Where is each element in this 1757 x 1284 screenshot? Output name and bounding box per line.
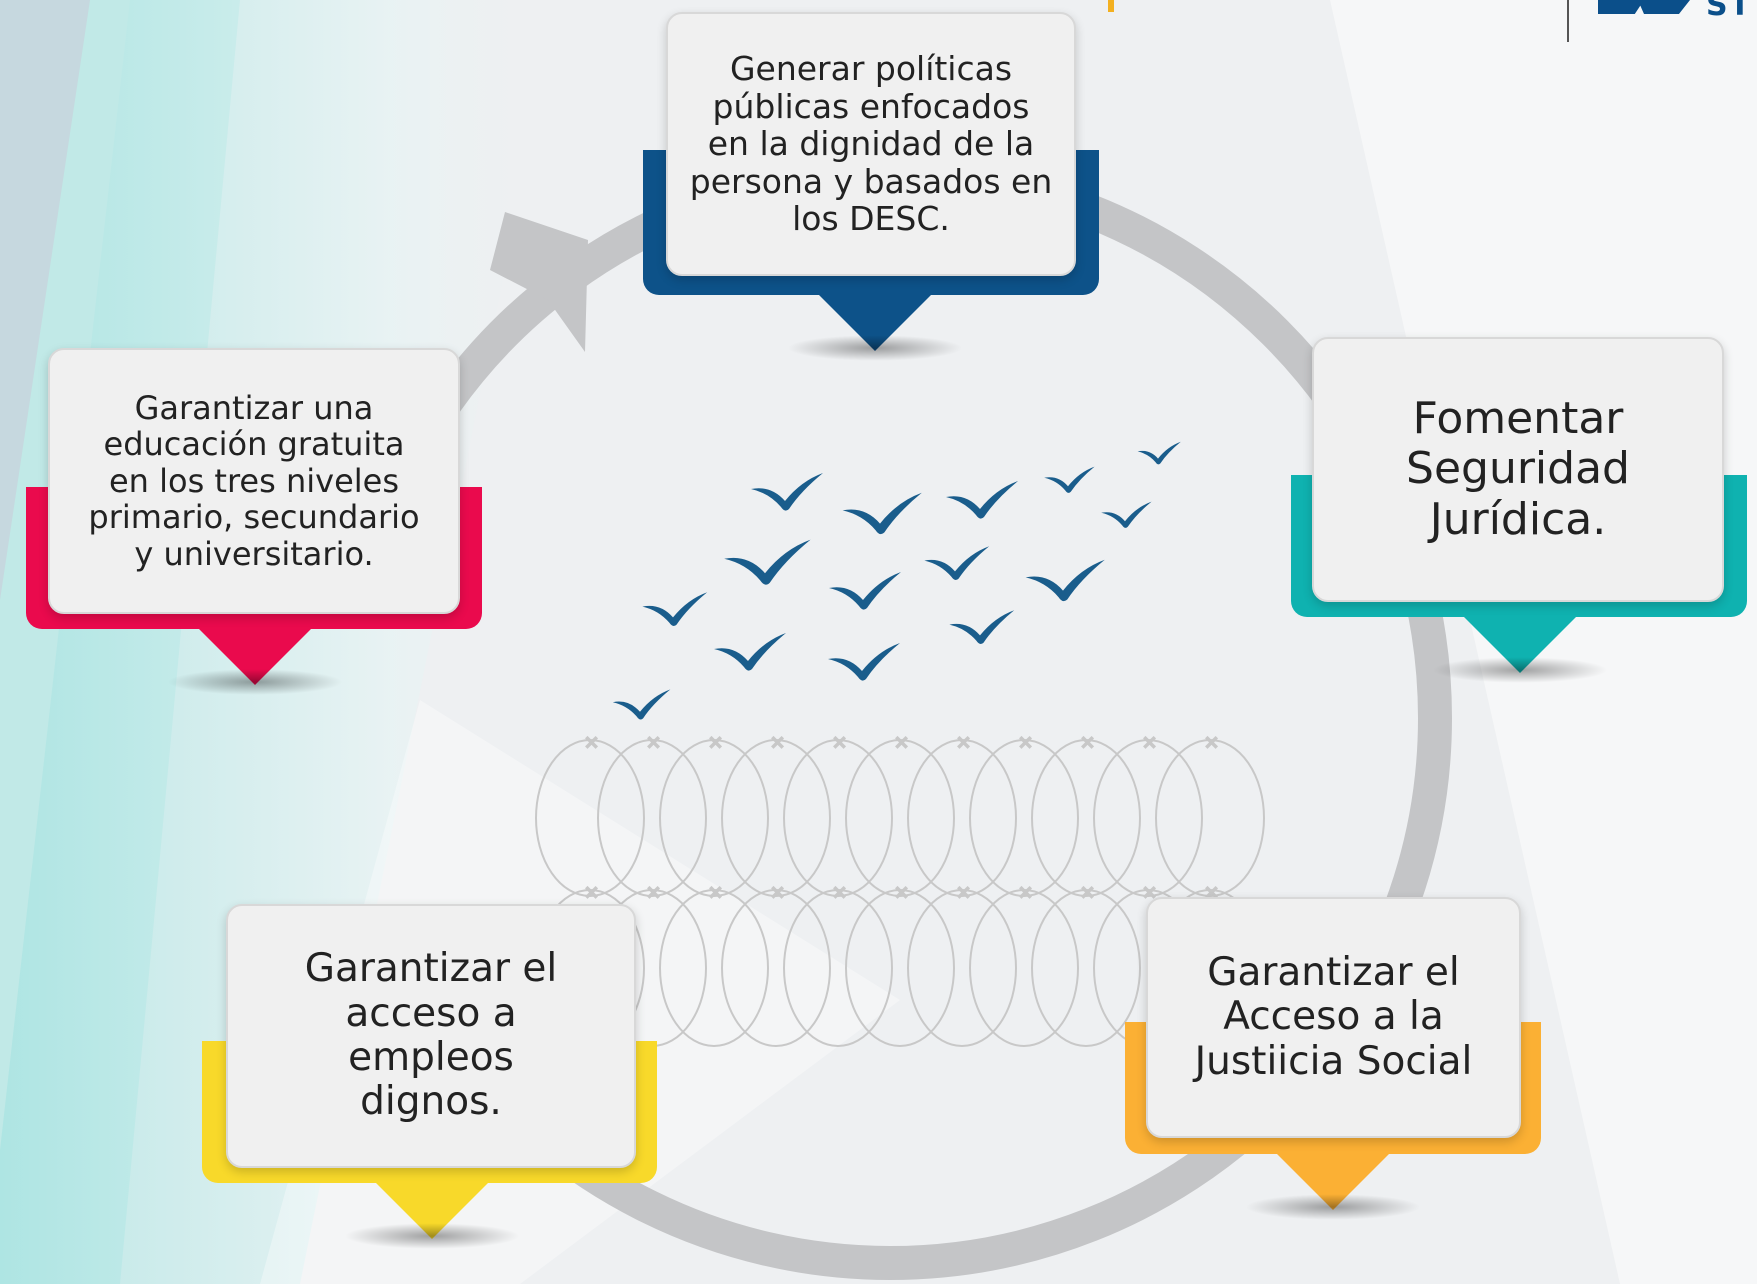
bird-icon [829,572,901,610]
birds-icon [612,441,1181,720]
razor-barb: × [832,732,847,753]
node-shadow [787,335,963,361]
logo-text: ST [1706,0,1753,23]
node-pointer [1275,1152,1391,1210]
logo-separator [1567,0,1569,42]
node-shadow [1245,1194,1421,1220]
bird-icon [924,546,990,581]
razor-wire-icon: ×××××××××××××××××××××× [535,731,1265,1047]
bird-icon [751,473,823,511]
razor-wire-coil [969,889,1079,1047]
razor-barb: × [1142,732,1157,753]
razor-wire-coil [535,739,645,897]
node-pointer [374,1181,490,1239]
node-pointer [197,627,313,685]
bird-icon [1025,559,1105,602]
node-box: Garantizar una educación gratuita en los… [48,348,460,614]
razor-barb: × [956,732,971,753]
node-shadow [167,669,343,695]
node-box: Garantizar el Acceso a la Justiicia Soci… [1146,897,1521,1138]
node-label: Generar políticas públicas enfocados en … [689,48,1053,239]
node-shadow [344,1223,520,1249]
node-label: Garantizar una educación gratuita en los… [88,388,420,573]
razor-barb: × [1018,882,1033,903]
razor-wire-coil [845,739,955,897]
razor-barb: × [832,882,847,903]
razor-wire-coil [783,739,893,897]
bird-icon [724,539,811,585]
razor-wire-coil [1093,739,1203,897]
node-pointer [817,293,933,351]
bird-icon [949,610,1015,645]
razor-wire-coil [597,739,707,897]
bird-icon [1101,501,1152,528]
razor-barb: × [646,732,661,753]
node-label: Garantizar el acceso a empleos dignos. [304,946,558,1125]
bird-icon [642,592,708,627]
razor-wire-coil [721,739,831,897]
razor-barb: × [956,882,971,903]
razor-barb: × [770,882,785,903]
razor-barb: × [708,882,723,903]
razor-wire-coil [907,889,1017,1047]
razor-wire-coil [659,739,769,897]
razor-barb: × [1080,732,1095,753]
node-box: Generar políticas públicas enfocados en … [666,12,1076,276]
razor-barb: × [894,882,909,903]
node-pointer [1462,615,1578,673]
razor-barb: × [584,732,599,753]
razor-wire-coil [969,739,1079,897]
logo-mark-icon [1598,0,1690,14]
bird-icon [828,643,900,681]
razor-barb: × [1080,882,1095,903]
logo-accent-bar [1108,0,1114,12]
bird-icon [946,481,1018,519]
cycle-arrowhead-icon [490,212,588,352]
razor-barb: × [1204,732,1219,753]
razor-wire-coil [1031,889,1141,1047]
razor-wire-coil [783,889,893,1047]
razor-wire-coil [1031,739,1141,897]
node-label: Garantizar el Acceso a la Justiicia Soci… [1194,949,1473,1084]
razor-wire-coil [845,889,955,1047]
bird-icon [1137,441,1181,465]
razor-wire-coil [721,889,831,1047]
bird-icon [612,689,671,720]
razor-barb: × [584,882,599,903]
bird-icon [714,633,786,671]
node-box: Fomentar Seguridad Jurídica. [1312,337,1724,602]
node-shadow [1432,657,1608,683]
razor-wire-coil [907,739,1017,897]
razor-barb: × [770,732,785,753]
razor-barb: × [708,732,723,753]
razor-wire-coil [1155,739,1265,897]
razor-barb: × [1018,732,1033,753]
node-label: Fomentar Seguridad Jurídica. [1406,393,1630,545]
node-box: Garantizar el acceso a empleos dignos. [226,904,636,1168]
bird-icon [1044,466,1095,493]
razor-wire-coil [659,889,769,1047]
razor-barb: × [894,732,909,753]
razor-barb: × [646,882,661,903]
bird-icon [842,492,922,535]
